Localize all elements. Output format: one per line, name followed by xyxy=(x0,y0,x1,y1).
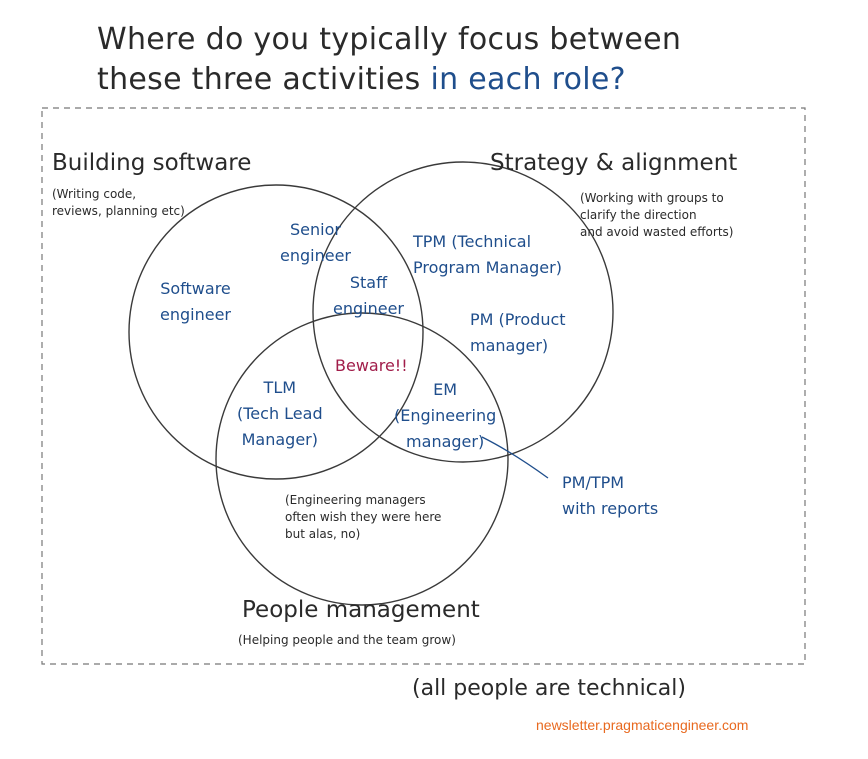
building-software-note: (Writing code, reviews, planning etc) xyxy=(52,186,185,220)
tpm-line-2: Program Manager) xyxy=(413,258,562,277)
building-note-line-2: reviews, planning etc) xyxy=(52,204,185,218)
software-engineer-line-2: engineer xyxy=(160,305,231,324)
strategy-alignment-heading: Strategy & alignment xyxy=(490,150,738,176)
source-credit: newsletter.pragmaticengineer.com xyxy=(536,717,749,733)
tlm-line-3: Manager) xyxy=(241,430,318,449)
role-staff-engineer: Staff engineer xyxy=(333,270,404,322)
staff-engineer-line-2: engineer xyxy=(333,299,404,318)
role-pm: PM (Product manager) xyxy=(470,307,566,359)
staff-engineer-line-1: Staff xyxy=(349,273,388,292)
pm-tpm-line-1: PM/TPM xyxy=(562,473,625,492)
pm-line-1: PM (Product xyxy=(470,310,566,329)
pm-tpm-line-2: with reports xyxy=(562,499,659,518)
dashed-frame xyxy=(41,107,806,665)
strategy-note-line-2: clarify the direction xyxy=(580,208,697,222)
em-line-3: manager) xyxy=(406,432,485,451)
role-tpm: TPM (Technical Program Manager) xyxy=(413,229,562,281)
em-line-1: EM xyxy=(433,380,458,399)
role-senior-engineer: Senior engineer xyxy=(280,217,351,269)
role-tlm: TLM (Tech Lead Manager) xyxy=(237,375,323,453)
building-software-heading: Building software xyxy=(52,150,252,176)
role-software-engineer: Software engineer xyxy=(160,276,231,328)
people-only-note-line-2: often wish they were here xyxy=(285,510,442,524)
people-management-circle xyxy=(215,312,509,606)
pm-line-2: manager) xyxy=(470,336,549,355)
title-line-2: these three activities in each role? xyxy=(97,62,626,97)
strategy-note-line-1: (Working with groups to xyxy=(580,191,724,205)
title-line-2-main: these three activities xyxy=(97,62,421,97)
tlm-line-1: TLM xyxy=(263,378,297,397)
title-line-1: Where do you typically focus between xyxy=(97,22,682,57)
senior-engineer-line-2: engineer xyxy=(280,246,351,265)
tpm-line-1: TPM (Technical xyxy=(413,232,532,251)
all-people-technical-note: (all people are technical) xyxy=(412,676,686,701)
senior-engineer-line-1: Senior xyxy=(290,220,341,239)
strategy-alignment-note: (Working with groups to clarify the dire… xyxy=(580,190,733,241)
beware-label: Beware!! xyxy=(335,356,408,375)
pm-tpm-connector-line xyxy=(481,436,549,479)
strategy-alignment-circle xyxy=(312,161,614,463)
role-pm-tpm-with-reports: PM/TPM with reports xyxy=(562,470,658,522)
building-software-circle xyxy=(128,184,424,480)
building-note-line-1: (Writing code, xyxy=(52,187,137,201)
people-management-note: (Helping people and the team grow) xyxy=(238,633,456,647)
people-only-note-line-1: (Engineering managers xyxy=(285,493,426,507)
title-line-2-accent: in each role? xyxy=(430,62,626,97)
tlm-line-2: (Tech Lead xyxy=(237,404,323,423)
software-engineer-line-1: Software xyxy=(160,279,231,298)
strategy-note-line-3: and avoid wasted efforts) xyxy=(580,225,734,239)
role-em: EM (Engineering manager) xyxy=(394,377,496,455)
people-management-heading: People management xyxy=(242,597,480,623)
people-only-note-line-3: but alas, no) xyxy=(285,527,361,541)
people-only-note: (Engineering managers often wish they we… xyxy=(285,492,441,543)
em-line-2: (Engineering xyxy=(394,406,497,425)
